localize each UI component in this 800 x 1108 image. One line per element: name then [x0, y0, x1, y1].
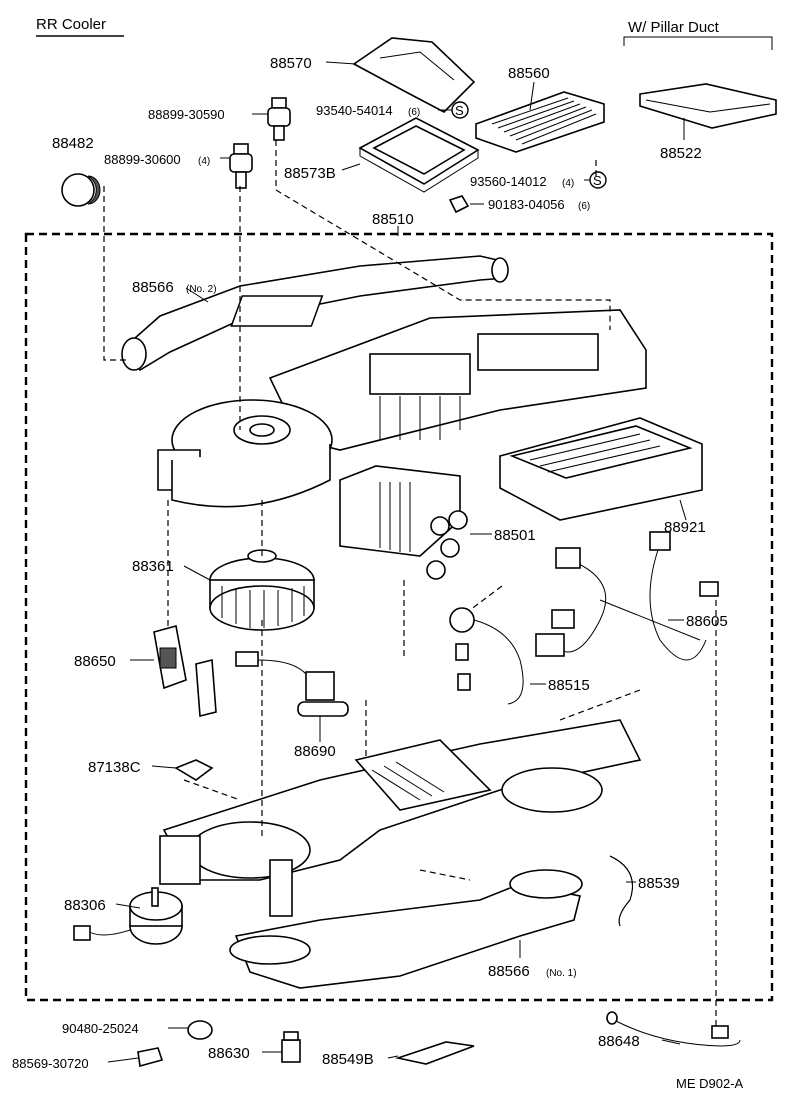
callout-88566-no1-note: (No. 1) — [546, 968, 577, 979]
callout-93560-qty: (4) — [562, 178, 574, 189]
callout-88650: 88650 — [74, 653, 116, 670]
part-88306-blower-motor[interactable] — [73, 887, 183, 945]
callout-88566-no2: 88566 — [132, 279, 174, 296]
part-88501-evaporator[interactable] — [339, 465, 468, 580]
drawing-code: ME D902-A — [676, 1076, 744, 1091]
part-88361-fan[interactable] — [209, 549, 315, 631]
assembly-88510-boundary — [24, 232, 774, 1002]
callout-88630: 88630 — [208, 1045, 250, 1062]
option-title: W/ Pillar Duct — [628, 19, 720, 36]
part-88566-no1-duct[interactable] — [229, 869, 583, 989]
part-88899-30600-sensor[interactable] — [229, 143, 253, 189]
callout-90480-25024: 90480-25024 — [62, 1021, 139, 1036]
callout-93540-qty: (6) — [408, 107, 420, 118]
callout-88605: 88605 — [686, 613, 728, 630]
callout-93540-54014: 93540-54014 — [316, 103, 393, 118]
callout-88549B: 88549B — [322, 1051, 374, 1068]
svg-text:S: S — [455, 103, 464, 118]
callout-88899-30600-qty: (4) — [198, 156, 210, 167]
callout-88522: 88522 — [660, 145, 702, 162]
svg-text:S: S — [593, 173, 602, 188]
lower-case-housing[interactable] — [159, 719, 642, 917]
callout-88921: 88921 — [664, 519, 706, 536]
callout-88566-no2-note: (No. 2) — [186, 284, 217, 295]
callout-leader-lines — [107, 61, 687, 1063]
callout-labels: 88570 88560 88522 88899-30590 93540-5401… — [12, 55, 744, 1091]
part-88690-actuator[interactable] — [235, 651, 349, 717]
part-88482-cap[interactable] — [61, 173, 101, 207]
part-88650-resistor[interactable] — [153, 624, 217, 718]
part-90480-25024-grommet[interactable] — [187, 1020, 213, 1040]
part-87138C-plate[interactable] — [174, 759, 214, 781]
callout-88566-no1: 88566 — [488, 963, 530, 980]
callout-88560: 88560 — [508, 65, 550, 82]
part-88630-relay[interactable] — [281, 1031, 301, 1063]
callout-88539: 88539 — [638, 875, 680, 892]
part-88605-wire-harness[interactable] — [535, 531, 719, 661]
part-88921-filter[interactable] — [499, 417, 703, 521]
callout-90183-04056: 90183-04056 — [488, 197, 565, 212]
part-88539-drain-hose[interactable] — [609, 855, 633, 927]
callout-88573B: 88573B — [284, 165, 336, 182]
callout-88510: 88510 — [372, 211, 414, 228]
part-88549B-pad[interactable] — [394, 1041, 475, 1065]
callout-88361: 88361 — [132, 558, 174, 575]
part-88522-pillar-duct-cover[interactable] — [639, 83, 777, 129]
part-88899-30590-sensor[interactable] — [267, 97, 291, 141]
seal-mark-icon: S — [589, 171, 607, 189]
assembly-guide-lines — [103, 140, 717, 1030]
part-88515-thermistor[interactable] — [449, 607, 524, 705]
callout-88569-30720: 88569-30720 — [12, 1056, 89, 1071]
callout-90183-qty: (6) — [578, 201, 590, 212]
part-88570-cover[interactable] — [352, 37, 476, 113]
part-90183-04056-clip[interactable] — [448, 195, 470, 214]
part-88573B-gasket[interactable] — [358, 117, 480, 193]
callout-88501: 88501 — [494, 527, 536, 544]
section-title: RR Cooler — [36, 16, 106, 33]
callout-88482: 88482 — [52, 135, 94, 152]
callout-88899-30600: 88899-30600 — [104, 152, 181, 167]
callout-88306: 88306 — [64, 897, 106, 914]
callout-93560-14012: 93560-14012 — [470, 174, 547, 189]
upper-case-housing[interactable] — [268, 309, 647, 451]
part-88560-grille[interactable] — [475, 91, 605, 153]
callout-88570: 88570 — [270, 55, 312, 72]
callout-88899-30590: 88899-30590 — [148, 107, 225, 122]
callout-88515: 88515 — [548, 677, 590, 694]
callout-88648: 88648 — [598, 1033, 640, 1050]
part-88648-sensor-lead[interactable] — [606, 1011, 741, 1047]
part-88569-30720-bracket[interactable] — [137, 1047, 164, 1068]
seal-mark-icon: S — [451, 101, 469, 119]
callout-88690: 88690 — [294, 743, 336, 760]
blower-housing[interactable] — [157, 399, 333, 508]
callout-87138C: 87138C — [88, 759, 141, 776]
